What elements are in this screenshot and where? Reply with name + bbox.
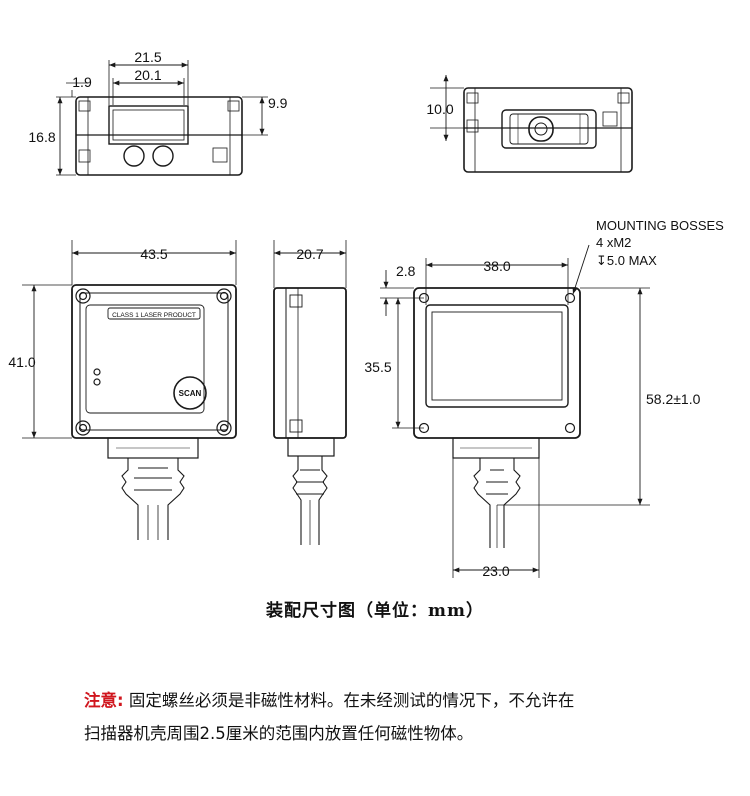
mounting-depth: ↧5.0 MAX bbox=[596, 253, 657, 268]
dim-front-height: 41.0 bbox=[8, 354, 35, 370]
diagram-caption: 装配尺寸图（单位：mm） bbox=[266, 601, 484, 621]
dim-top-height-right: 9.9 bbox=[268, 95, 288, 111]
note-label: 注意: bbox=[84, 691, 124, 710]
note-text-1: 固定螺丝必须是非磁性材料。在未经测试的情况下，不允许在 bbox=[128, 691, 575, 710]
warning-note: 注意: 固定螺丝必须是非磁性材料。在未经测试的情况下，不允许在 扫描器机壳周围2… bbox=[84, 684, 724, 750]
dim-connector-width: 23.0 bbox=[482, 563, 509, 579]
side-view bbox=[273, 287, 347, 545]
dim-back-window-height: 35.5 bbox=[364, 359, 391, 375]
assembly-dimension-drawing: 21.5 20.1 1.9 9.9 16.8 10.0 43.5 41.0 20… bbox=[8, 49, 724, 579]
mounting-thread: 4 xM2 bbox=[596, 235, 631, 250]
dim-back-offset: 2.8 bbox=[396, 263, 416, 279]
dim-side-depth: 20.7 bbox=[296, 246, 323, 262]
scan-button-label: SCAN bbox=[179, 389, 202, 398]
rear-view bbox=[463, 87, 633, 173]
note-line-1: 注意: 固定螺丝必须是非磁性材料。在未经测试的情况下，不允许在 bbox=[84, 684, 724, 717]
note-text-2: 扫描器机壳周围2.5厘米的范围内放置任何磁性物体。 bbox=[84, 724, 474, 743]
dim-rear-height: 10.0 bbox=[426, 101, 453, 117]
dim-top-width-inner: 20.1 bbox=[134, 67, 161, 83]
dim-top-height-left: 16.8 bbox=[28, 129, 55, 145]
dim-top-offset: 1.9 bbox=[72, 74, 92, 90]
top-view bbox=[75, 96, 243, 176]
dim-top-width-outer: 21.5 bbox=[134, 49, 161, 65]
dim-front-width: 43.5 bbox=[140, 246, 167, 262]
back-view bbox=[413, 287, 581, 548]
mounting-title: MOUNTING BOSSES bbox=[596, 218, 724, 233]
laser-label: CLASS 1 LASER PRODUCT bbox=[112, 312, 196, 319]
front-view bbox=[71, 284, 237, 540]
dim-back-width: 38.0 bbox=[483, 258, 510, 274]
dim-overall-height: 58.2±1.0 bbox=[646, 391, 701, 407]
